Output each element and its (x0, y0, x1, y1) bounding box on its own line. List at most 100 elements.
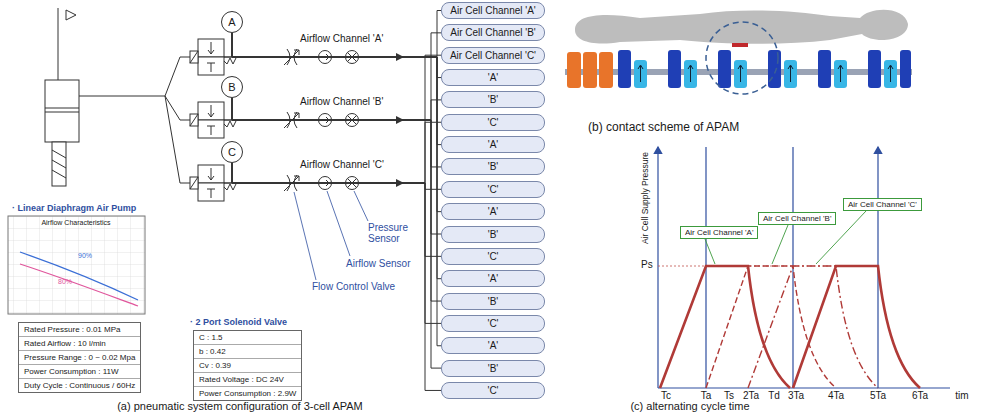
text-label: 90% (78, 252, 92, 259)
node-text: Cv : 0.39 (194, 359, 301, 373)
air-cell (718, 50, 731, 88)
spec-table: C : 1.5b : 0.42Cv : 0.39Rated Voltage : … (193, 330, 302, 401)
air-cell-box: 'A' (441, 337, 545, 354)
air-cell (634, 60, 647, 88)
airflow-line (232, 33, 441, 78)
callout-box: Air Cell Channel 'A' (680, 226, 758, 239)
air-cell (900, 50, 911, 88)
airflow-line (232, 163, 441, 256)
air-cell-box: 'C' (441, 315, 545, 332)
airflow-line (232, 98, 441, 368)
axis-tick-label: 3Ta (788, 390, 804, 401)
airflow-line (232, 33, 441, 145)
cell-arrow (688, 65, 693, 82)
node-text: Air Cell Channel 'B' (450, 25, 536, 40)
node-text: Rated Airflow : 10 l/min (19, 337, 140, 351)
node-text: 'B' (488, 294, 499, 309)
pressure-point (732, 43, 748, 47)
axis-tick-label: Ta (701, 390, 712, 401)
airflow-line (232, 98, 441, 301)
node-text: 'C' (487, 316, 498, 331)
air-cell-box: 'B' (441, 226, 545, 243)
node-text: Power Consumption : 11W (19, 365, 140, 379)
node-text: Air Cell Channel 'C' (848, 199, 917, 210)
node-text: 'C' (487, 249, 498, 264)
air-cell (684, 60, 697, 88)
airflow-line (232, 163, 441, 323)
axis-tick-label: Td (768, 390, 780, 401)
node-text: Air Cell Channel 'B' (763, 213, 831, 224)
node-text: Rated Voltage : DC 24V (194, 373, 301, 387)
air-cell-box: 'C' (441, 248, 545, 265)
node-text: Rated Pressure : 0.01 MPa (19, 323, 140, 337)
air-cell (884, 60, 897, 88)
focus-circle (706, 22, 778, 94)
air-cell-box: 'A' (441, 136, 545, 153)
airflow-line (232, 122, 441, 183)
axis-tick-label: 5Ta (870, 390, 886, 401)
air-cell (618, 50, 631, 88)
airflow-line (232, 33, 441, 279)
air-cell-box: Air Cell Channel 'B' (441, 24, 545, 41)
axis-tick-label: 4Ta (828, 390, 844, 401)
callout-circle: C (221, 141, 243, 163)
cell-arrow (638, 65, 643, 82)
airflow-line (232, 55, 441, 183)
airflow-chart (8, 216, 145, 314)
air-cell (818, 50, 831, 88)
air-cell-box: Air Cell Channel 'A' (441, 2, 545, 19)
air-cell-box: 'A' (441, 270, 545, 287)
airflow-line (232, 98, 441, 234)
air-cell-box: 'A' (441, 69, 545, 86)
air-cell-box: 'C' (441, 382, 545, 399)
text-label: Flow Control Valve (312, 281, 395, 292)
node-text: Air Cell Channel 'C' (450, 48, 536, 63)
cell-arrow (888, 65, 893, 82)
node-text: Air Cell Channel 'A' (685, 227, 753, 238)
cell-arrow (738, 65, 743, 82)
text-label: · Linear Diaphragm Air Pump (12, 203, 136, 213)
text-label: Airflow Channel 'A' (300, 33, 383, 44)
node-text: 'A' (488, 271, 499, 286)
node-text: 'B' (488, 227, 499, 242)
air-cell-box: 'C' (441, 181, 545, 198)
text-label: Airflow Channel 'B' (300, 96, 383, 107)
text-label: · 2 Port Solenoid Valve (190, 317, 287, 327)
node-text: b : 0.42 (194, 345, 301, 359)
air-cell (583, 52, 597, 88)
node-text: 'C' (487, 115, 498, 130)
node-text: 'B' (488, 92, 499, 107)
cycle-chart (658, 147, 950, 388)
node-text: C : 1.5 (194, 331, 301, 345)
cell-arrow (838, 65, 843, 82)
text-label: Ps (641, 259, 653, 270)
callout-circle: A (221, 11, 243, 33)
air-cell-box: Air Cell Channel 'C' (441, 47, 545, 64)
axis-tick-label: 6Ta (912, 390, 928, 401)
node-text: 'A' (488, 70, 499, 85)
airflow-line (232, 33, 441, 120)
air-cell-box: 'C' (441, 114, 545, 131)
body-silhouette (575, 10, 908, 44)
node-text: B (228, 77, 235, 97)
node-text: 'A' (488, 338, 499, 353)
spec-table: Rated Pressure : 0.01 MPaRated Airflow :… (18, 322, 141, 393)
node-text: Power Consumption : 2.9W (194, 387, 301, 400)
callout-circle: B (221, 76, 243, 98)
node-text: C (228, 142, 236, 162)
text-label: Pressure Sensor (368, 222, 412, 244)
node-text: 'A' (488, 137, 499, 152)
text-label: Airflow Channel 'C' (300, 159, 384, 170)
pump-symbol (45, 8, 198, 186)
air-cell (784, 60, 797, 88)
airflow-line (232, 33, 441, 212)
air-cell-box: 'B' (441, 360, 545, 377)
axis-tick-label: Ts (724, 390, 734, 401)
air-cell-box: 'B' (441, 91, 545, 108)
caption: (b) contact scheme of APAM (588, 120, 739, 134)
node-text: 'C' (487, 383, 498, 398)
air-cell (768, 50, 781, 88)
text-label: Air Cell Supply Pressure (640, 148, 650, 248)
axis-tick-label: 2Ta (743, 390, 759, 401)
